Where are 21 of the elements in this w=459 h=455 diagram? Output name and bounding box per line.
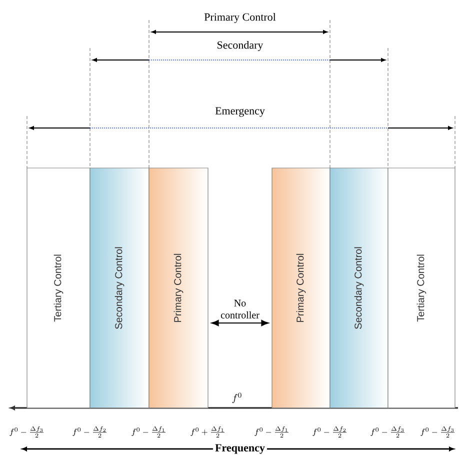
- control-band: Tertiary Control: [388, 168, 456, 408]
- range-label: Emergency: [215, 107, 265, 117]
- tick-label: $f^0-\frac{\Delta f_1}{2}$: [254, 426, 288, 438]
- tick-label: $f^0-\frac{\Delta f_1}{2}$: [132, 426, 166, 438]
- tick-label: $f^0-\frac{\Delta f_2}{2}$: [72, 426, 107, 438]
- tick-label: $f^0-\frac{\Delta f_3}{2}$: [370, 426, 404, 438]
- tick-label: $f^0+\frac{\Delta f_1}{2}$: [190, 426, 225, 438]
- tick-label: $f^0-\frac{\Delta f_3}{2}$: [10, 426, 44, 438]
- control-band: Secondary Control: [90, 168, 150, 408]
- control-band: Primary Control: [148, 168, 208, 408]
- axis-label: Frequency: [215, 444, 265, 454]
- range-label: Primary Control: [204, 13, 276, 23]
- control-band: Tertiary Control: [26, 168, 90, 408]
- tick-label: $f^0-\frac{\Delta f_2}{2}$: [312, 426, 346, 438]
- control-band: Primary Control: [272, 168, 330, 408]
- edge-label: No controller: [220, 300, 260, 318]
- double-arrow: [211, 320, 269, 326]
- range-label: Secondary: [218, 41, 264, 51]
- control-band: Secondary Control: [330, 168, 388, 408]
- tick-label: $f^0$: [232, 392, 242, 404]
- tick-label: $f^0-\frac{\Delta f_3}{2}$: [420, 426, 454, 438]
